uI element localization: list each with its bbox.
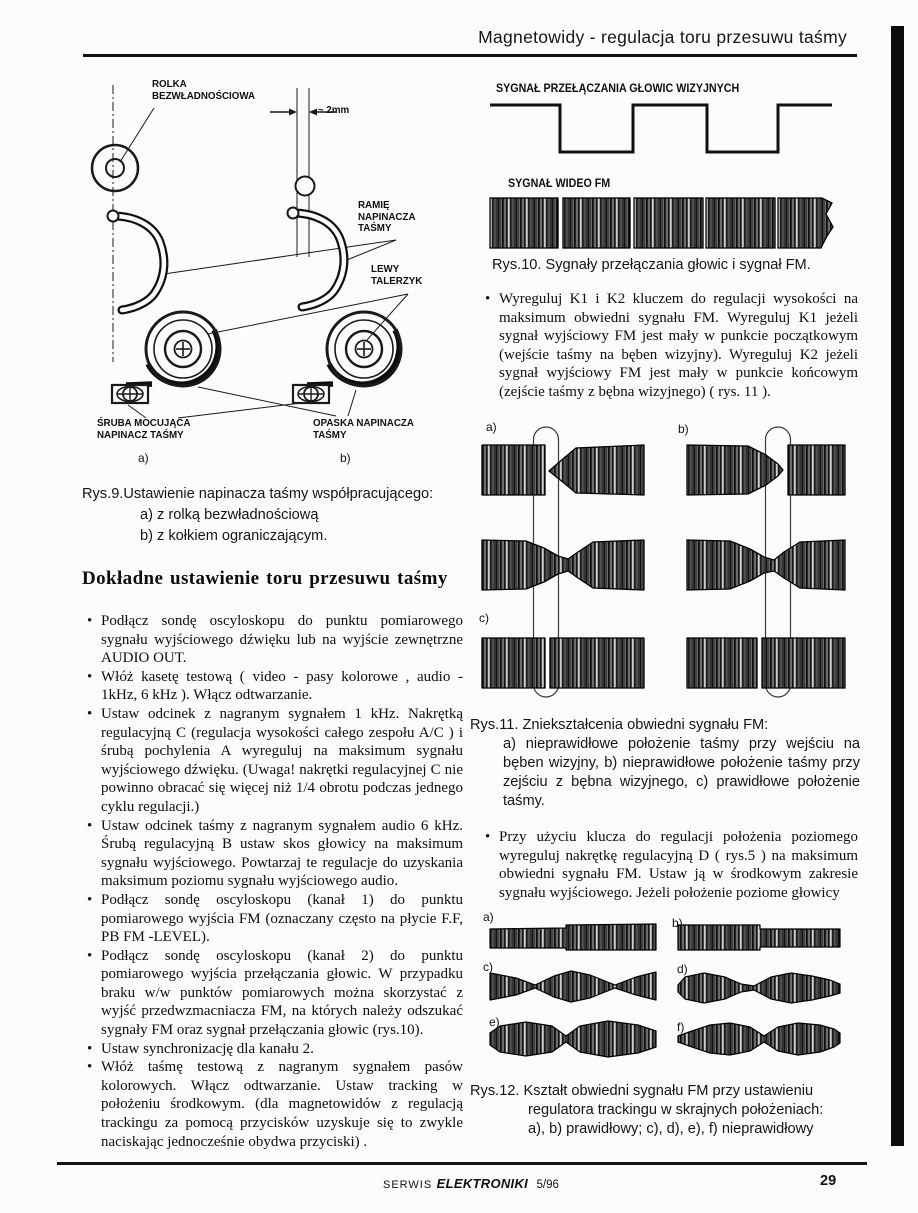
- figure11-caption: Rys.11. Zniekształcenia obwiedni sygnału…: [470, 716, 862, 811]
- label-sruba: ŚRUBA MOCUJĄCA NAPINACZ TAŚMY: [97, 417, 191, 441]
- procedure-list: Podłącz sondę oscyloskopu do punktu pomi…: [86, 612, 463, 1151]
- figure12-sublabel-e: e): [489, 1015, 500, 1029]
- section-heading: Dokładne ustawienie toru przesuwu taśmy: [82, 568, 448, 589]
- figure12-sublabel-f: f): [677, 1020, 685, 1034]
- figure12-sublabel-d: d): [677, 962, 688, 976]
- procedure-step: Podłącz sondę oscyloskopu (kanał 1) do p…: [86, 891, 463, 947]
- figure9-caption-line3: b) z kołkiem ograniczającym.: [140, 528, 328, 544]
- procedure-step: Ustaw odcinek z nagranym sygnałem 1 kHz.…: [86, 705, 463, 817]
- figure11-sublabel-b: b): [678, 422, 689, 436]
- figure12-caption: Rys.12. Kształt obwiedni sygnału FM przy…: [470, 1082, 862, 1139]
- figure11-caption-body: a) nieprawidłowe położenie taśmy przy we…: [503, 736, 860, 809]
- figure12-caption-line2: regulatora trackingu w skrajnych położen…: [528, 1102, 824, 1118]
- scan-edge-bar: [891, 26, 904, 1146]
- footer-rule: [57, 1162, 867, 1165]
- footer-journal: SERWIS ELEKTRONIKI 5/96: [383, 1175, 559, 1193]
- tracking-envelopes: [489, 923, 841, 1058]
- label-opaska: OPASKA NAPINACZA TAŚMY: [313, 417, 414, 441]
- procedure-step: Podłącz sondę oscyloskopu (kanał 2) do p…: [86, 947, 463, 1040]
- head-switching-waveform: [490, 103, 832, 154]
- label-switching-signal: SYGNAŁ PRZEŁĄCZANIA GŁOWIC WIZYJNYCH: [496, 83, 740, 95]
- figure12-caption-line3: a), b) prawidłowy; c), d), e), f) niepra…: [528, 1121, 814, 1137]
- note-horizontal-adjust-text: Przy użyciu klucza do regulacji położeni…: [484, 828, 858, 902]
- figure12-envelopes: [489, 923, 841, 1058]
- label-ramie: RAMIĘ NAPINACZA TAŚMY: [358, 199, 416, 234]
- footer-journal-prefix: SERWIS: [383, 1179, 433, 1191]
- figure11-sublabel-c: c): [479, 611, 489, 625]
- procedure-step: Podłącz sondę oscyloskopu do punktu pomi…: [86, 612, 463, 668]
- header-rule: [83, 54, 857, 57]
- footer-journal-name: ELEKTRONIKI: [436, 1176, 529, 1191]
- figure9-sublabel-b: b): [340, 451, 351, 465]
- note-k1k2: Wyreguluj K1 i K2 kluczem do regulacji w…: [484, 290, 858, 402]
- figure11-sublabel-a: a): [486, 420, 497, 434]
- note-k1k2-text: Wyreguluj K1 i K2 kluczem do regulacji w…: [484, 290, 858, 402]
- figure9-sublabel-a: a): [138, 451, 149, 465]
- figure12-sublabel-c: c): [483, 960, 493, 974]
- figure11-envelopes: [481, 426, 846, 698]
- note-horizontal-adjust: Przy użyciu klucza do regulacji położeni…: [484, 828, 858, 902]
- figure9-caption-line1: Rys.9.Ustawienie napinacza taśmy współpr…: [82, 486, 434, 502]
- figure10-caption: Rys.10. Sygnały przełączania głowic i sy…: [492, 257, 811, 273]
- figure9-caption: Rys.9.Ustawienie napinacza taśmy współpr…: [82, 484, 462, 547]
- page-header-title: Magnetowidy - regulacja toru przesuwu ta…: [478, 27, 847, 47]
- figure12-sublabel-b: b): [672, 916, 683, 930]
- figure10-waveforms: [489, 103, 834, 249]
- label-2mm: ~ 2mm: [318, 104, 350, 116]
- figure9-diagram: [90, 85, 409, 419]
- footer-issue: 5/96: [536, 1179, 559, 1191]
- label-rolka: ROLKA BEZWŁADNOŚCIOWA: [152, 78, 256, 102]
- procedure-step: Ustaw synchronizację dla kanału 2.: [86, 1040, 463, 1059]
- procedure-step: Włóż taśmę testową z nagranym sygnałem p…: [86, 1058, 463, 1151]
- label-talerzyk: LEWY TALERZYK: [371, 263, 423, 287]
- figure9-caption-line2: a) z rolką bezwładnościową: [140, 507, 319, 523]
- label-fm-signal: SYGNAŁ WIDEO FM: [508, 178, 611, 190]
- procedure-step: Włóż kasetę testową ( video - pasy kolor…: [86, 668, 463, 705]
- figure11-caption-title: Rys.11. Zniekształcenia obwiedni sygnału…: [470, 717, 769, 733]
- procedure-step: Ustaw odcinek taśmy z nagranym sygnałem …: [86, 817, 463, 891]
- page-number: 29: [820, 1173, 837, 1189]
- fm-signal-blocks: [489, 197, 834, 249]
- figure12-sublabel-a: a): [483, 910, 494, 924]
- envelope-blocks: [481, 444, 846, 689]
- figure12-caption-line1: Rys.12. Kształt obwiedni sygnału FM przy…: [470, 1083, 814, 1099]
